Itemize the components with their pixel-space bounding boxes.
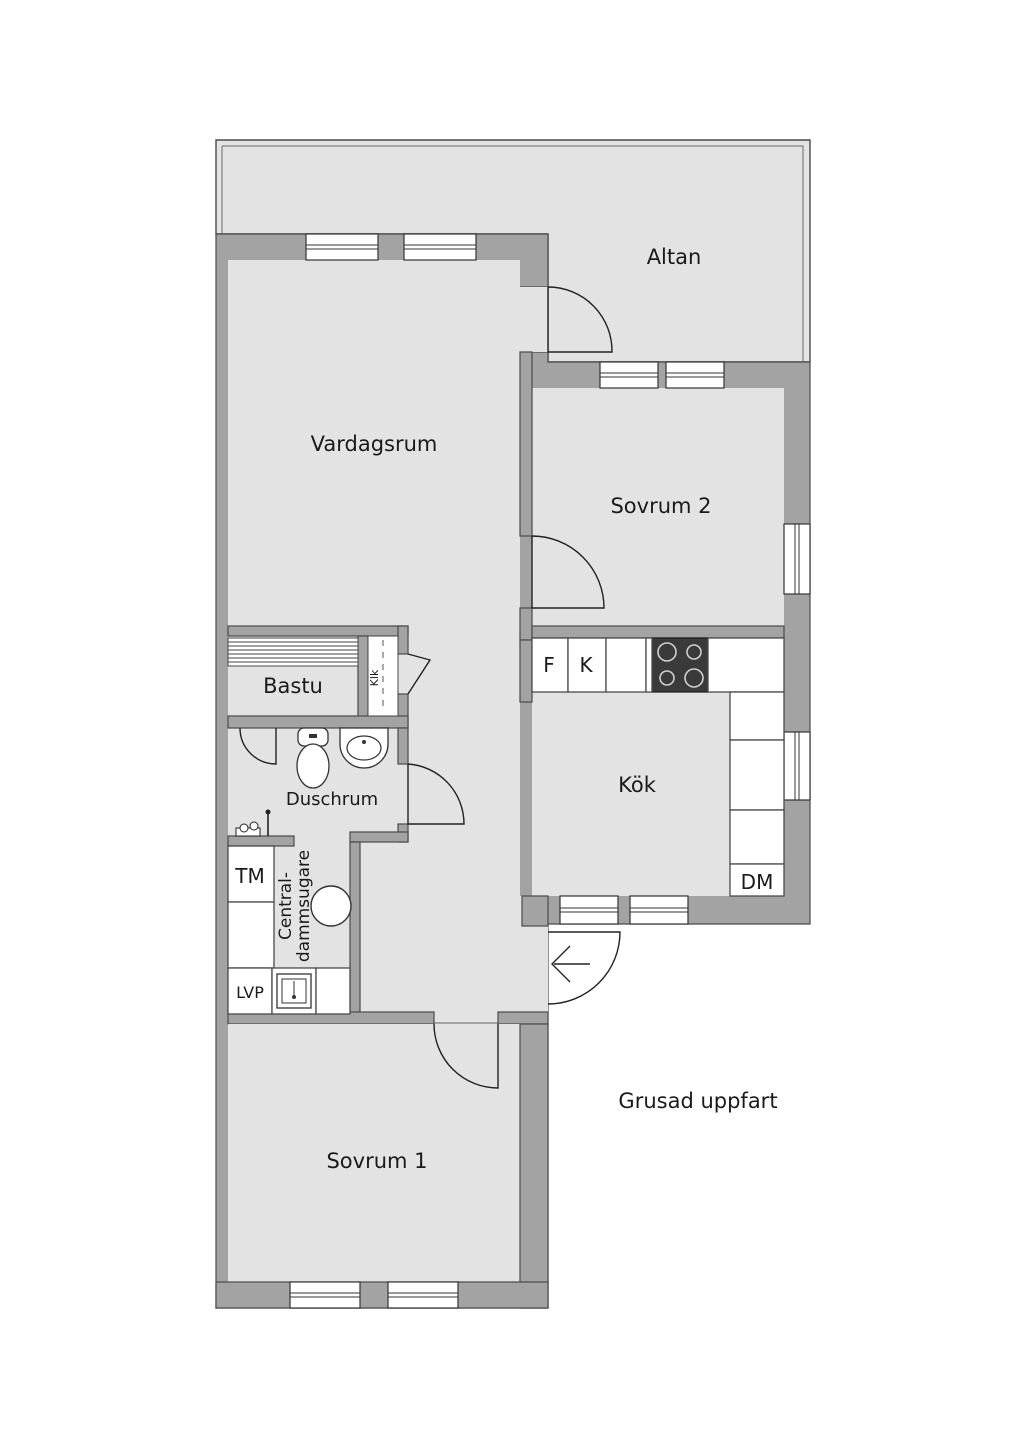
appliance-label-lvp: LVP: [236, 983, 264, 1002]
burner-icon: [659, 670, 675, 686]
sovrum1-wall-right: [519, 1023, 549, 1309]
burner-icon: [684, 668, 704, 688]
sink-icon: [339, 727, 389, 769]
room-label-sovrum1: Sovrum 1: [326, 1149, 427, 1173]
room-label-klk: Klk: [368, 669, 381, 686]
window: [559, 895, 619, 925]
doors: [239, 286, 621, 1089]
klk-closet: [367, 635, 399, 717]
room-label-duschrum: Duschrum: [286, 789, 378, 810]
laundry-units: [227, 845, 352, 1015]
labels: Altan Vardagsrum Sovrum 2 Bastu Klk Dusc…: [234, 245, 777, 1173]
window: [665, 361, 725, 389]
appliance-label-central-vacuum-2: dammsugare: [294, 850, 314, 962]
window: [629, 895, 689, 925]
appliance-label-freezer: K: [579, 653, 593, 677]
appliance-label-fridge: F: [543, 653, 555, 677]
window: [783, 731, 811, 801]
appliance-label-dishwasher: DM: [741, 870, 774, 894]
window: [403, 233, 477, 261]
shower-icon: [235, 809, 271, 837]
room-label-vardagsrum: Vardagsrum: [311, 432, 438, 456]
window: [387, 1281, 459, 1309]
window: [289, 1281, 361, 1309]
kitchen-counter: [531, 637, 785, 897]
door-altan: [547, 286, 613, 353]
door-bastu: [239, 727, 277, 765]
sovrum1-floor: [228, 1024, 520, 1282]
door-sovrum1: [433, 1023, 499, 1089]
outside-label-driveway: Grusad uppfart: [618, 1089, 777, 1113]
door-klk: [407, 653, 432, 695]
burner-icon: [657, 642, 677, 662]
toilet-icon: [296, 727, 330, 789]
laundry-sink-icon: [276, 973, 312, 1009]
window: [305, 233, 379, 261]
windows: [289, 233, 811, 1309]
door-sovrum2: [531, 535, 605, 609]
appliance-label-dryer: TM: [234, 864, 264, 888]
interior-walls: [227, 351, 785, 1025]
sovrum1-wall-bottom: [215, 1281, 549, 1309]
appliance-label-central-vacuum-1: Central-: [276, 872, 296, 940]
burner-icon: [686, 644, 702, 660]
bastu-bench: [227, 637, 359, 667]
room-label-kok: Kök: [618, 773, 657, 797]
door-entrance: [547, 931, 621, 1005]
central-vacuum-icon: [310, 885, 352, 927]
door-duschrum: [407, 763, 465, 825]
window: [599, 361, 659, 389]
room-label-bastu: Bastu: [263, 674, 323, 698]
window: [783, 523, 811, 595]
room-label-sovrum2: Sovrum 2: [610, 494, 711, 518]
room-label-altan: Altan: [647, 245, 702, 269]
